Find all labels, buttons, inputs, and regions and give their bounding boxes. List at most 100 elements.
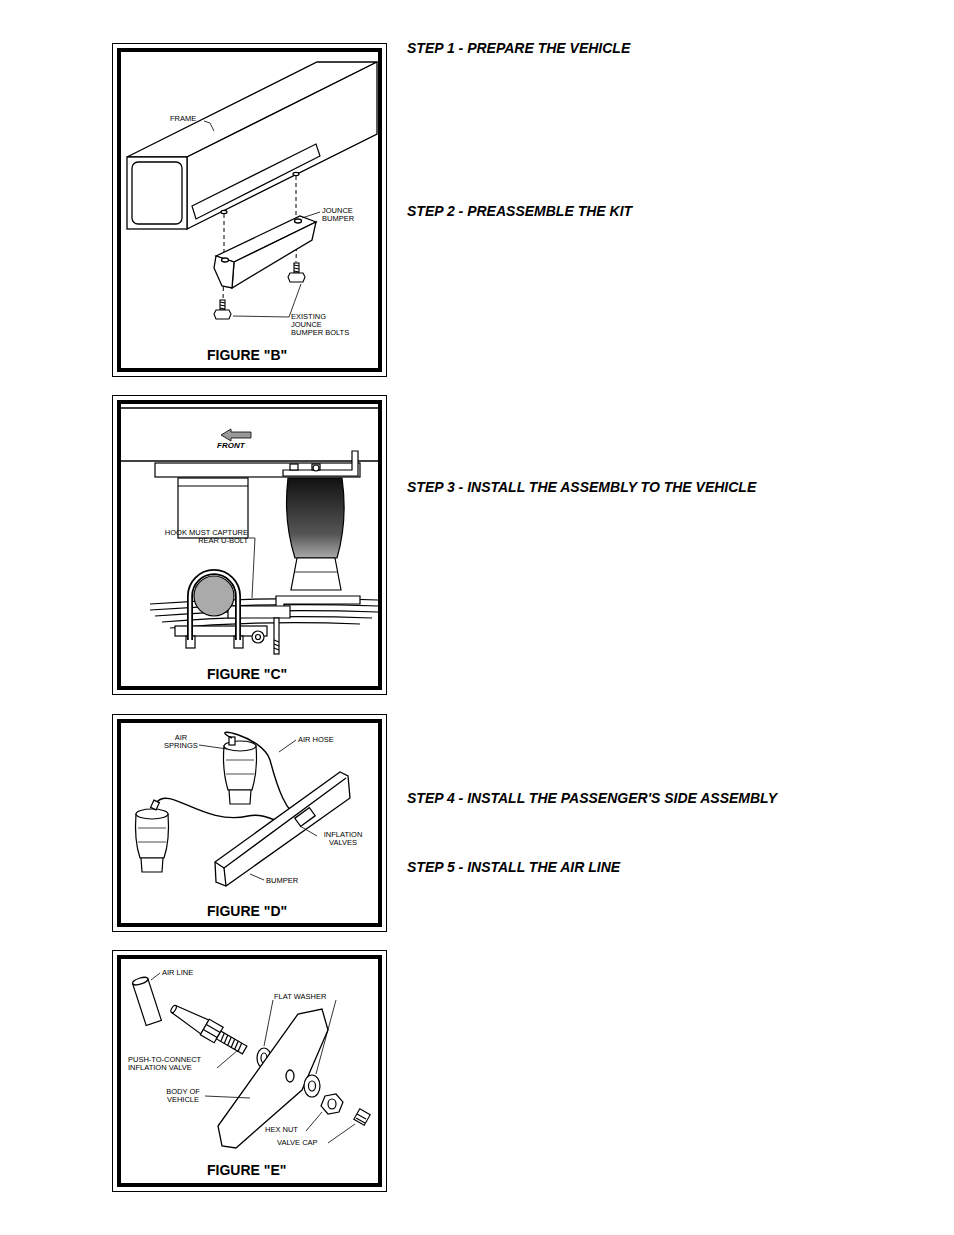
bumper-bracket xyxy=(293,172,299,175)
leader-line xyxy=(217,1050,238,1068)
air-spring xyxy=(229,790,251,804)
figure-caption: FIGURE "D" xyxy=(207,904,287,919)
leader-line xyxy=(306,1112,322,1131)
axle xyxy=(194,576,234,616)
step-heading: STEP 5 - INSTALL THE AIR LINE xyxy=(407,859,620,876)
vehicle-body-panel xyxy=(218,1009,328,1148)
part-label: PUSH-TO-CONNECT INFLATION VALVE xyxy=(128,1056,212,1072)
air-spring xyxy=(138,828,166,829)
jounce-bumper xyxy=(214,256,234,288)
figure-frame: FIGURE "D" xyxy=(112,714,387,932)
figure-caption: FIGURE "E" xyxy=(207,1163,286,1178)
valve-cap xyxy=(354,1109,370,1125)
bolt xyxy=(220,305,225,306)
inflation-valve xyxy=(206,1024,220,1032)
valve-cap xyxy=(356,1118,365,1123)
jounce-bumper xyxy=(222,258,229,262)
air-spring xyxy=(294,572,338,573)
inflation-valve xyxy=(203,1030,217,1038)
part-label: AIR SPRINGS xyxy=(164,734,198,750)
jounce-bumper xyxy=(214,216,316,288)
inflation-valve xyxy=(223,1035,228,1043)
leader-line xyxy=(328,1124,355,1143)
upper-bracket xyxy=(290,464,298,470)
part-label: EXISTING JOUNCE BUMPER BOLTS xyxy=(291,313,353,337)
bumper xyxy=(215,772,350,886)
upper-bracket xyxy=(312,464,320,470)
figure-border xyxy=(117,719,382,927)
bolt xyxy=(294,265,299,266)
axle xyxy=(190,572,238,640)
figure-caption: FIGURE "B" xyxy=(207,348,287,363)
lower-bracket xyxy=(274,648,279,650)
part-label: FRAME xyxy=(170,115,202,123)
figure-border xyxy=(117,400,382,690)
front-arrow xyxy=(221,429,251,441)
front-arrow xyxy=(221,429,251,441)
step-heading: STEP 1 - PREPARE THE VEHICLE xyxy=(407,40,630,57)
frame-side-view xyxy=(178,486,248,487)
air-spring xyxy=(291,558,341,590)
leader-line xyxy=(151,973,160,980)
air-spring xyxy=(136,809,168,819)
leader-line xyxy=(316,1000,336,1074)
part-label: HOOK MUST CAPTURE REAR U-BOLT xyxy=(158,529,248,545)
axle xyxy=(190,572,238,640)
leader-line xyxy=(249,538,255,598)
leader-line xyxy=(264,1000,273,1046)
air-spring xyxy=(287,478,345,590)
leader-line xyxy=(205,1096,250,1098)
bumper-bracket xyxy=(192,144,320,219)
air-spring xyxy=(138,842,166,843)
air-spring xyxy=(226,774,254,775)
air-spring xyxy=(136,814,169,858)
flat-washer xyxy=(304,1075,320,1097)
lower-bracket xyxy=(256,635,261,640)
bolt xyxy=(220,308,225,309)
leader-line xyxy=(199,740,317,880)
bumper xyxy=(215,778,346,868)
leader-line xyxy=(250,874,264,880)
frame-side-view xyxy=(121,407,378,409)
part-label: HEX NUT xyxy=(265,1126,305,1134)
flat-washer xyxy=(309,1081,316,1091)
dashed-bolt-path xyxy=(296,176,297,218)
part-label: VALVE CAP xyxy=(277,1139,327,1147)
vehicle-body-panel xyxy=(286,1070,294,1082)
air-spring xyxy=(226,760,254,761)
frame-side-view xyxy=(121,460,378,462)
inflation-valve xyxy=(227,1037,232,1045)
part-label: JOUNCE BUMPER xyxy=(322,207,382,223)
hex-nut xyxy=(328,1099,336,1109)
bolt xyxy=(214,263,305,319)
bolt xyxy=(220,300,225,310)
lower-bracket xyxy=(274,644,279,646)
bolt xyxy=(294,263,299,273)
air-spring xyxy=(141,858,163,872)
frame-rail xyxy=(127,157,187,229)
hex-nut xyxy=(321,1094,343,1114)
bolt xyxy=(220,302,225,303)
bumper xyxy=(295,808,315,827)
inflation-valve xyxy=(234,1041,239,1049)
bolt xyxy=(214,310,231,319)
part-label: BODY OF VEHICLE xyxy=(162,1088,204,1104)
air-spring xyxy=(229,737,235,745)
leader-line xyxy=(204,121,214,131)
part-label: BUMPER xyxy=(266,877,306,885)
figure-caption: FIGURE "C" xyxy=(207,667,287,682)
inflation-valve xyxy=(220,1033,225,1041)
leader-line xyxy=(204,121,320,317)
air-spring xyxy=(224,746,257,790)
part-label: INFLATION VALVES xyxy=(318,831,368,847)
bolt xyxy=(294,271,299,272)
hex-nut xyxy=(321,1094,343,1114)
step-heading: STEP 3 - INSTALL THE ASSEMBLY TO THE VEH… xyxy=(407,479,756,496)
valve-cap xyxy=(354,1109,370,1125)
jounce-bumper xyxy=(295,219,302,223)
leader-line xyxy=(199,745,227,749)
bolt xyxy=(294,268,299,269)
inflation-valve xyxy=(216,1031,246,1054)
